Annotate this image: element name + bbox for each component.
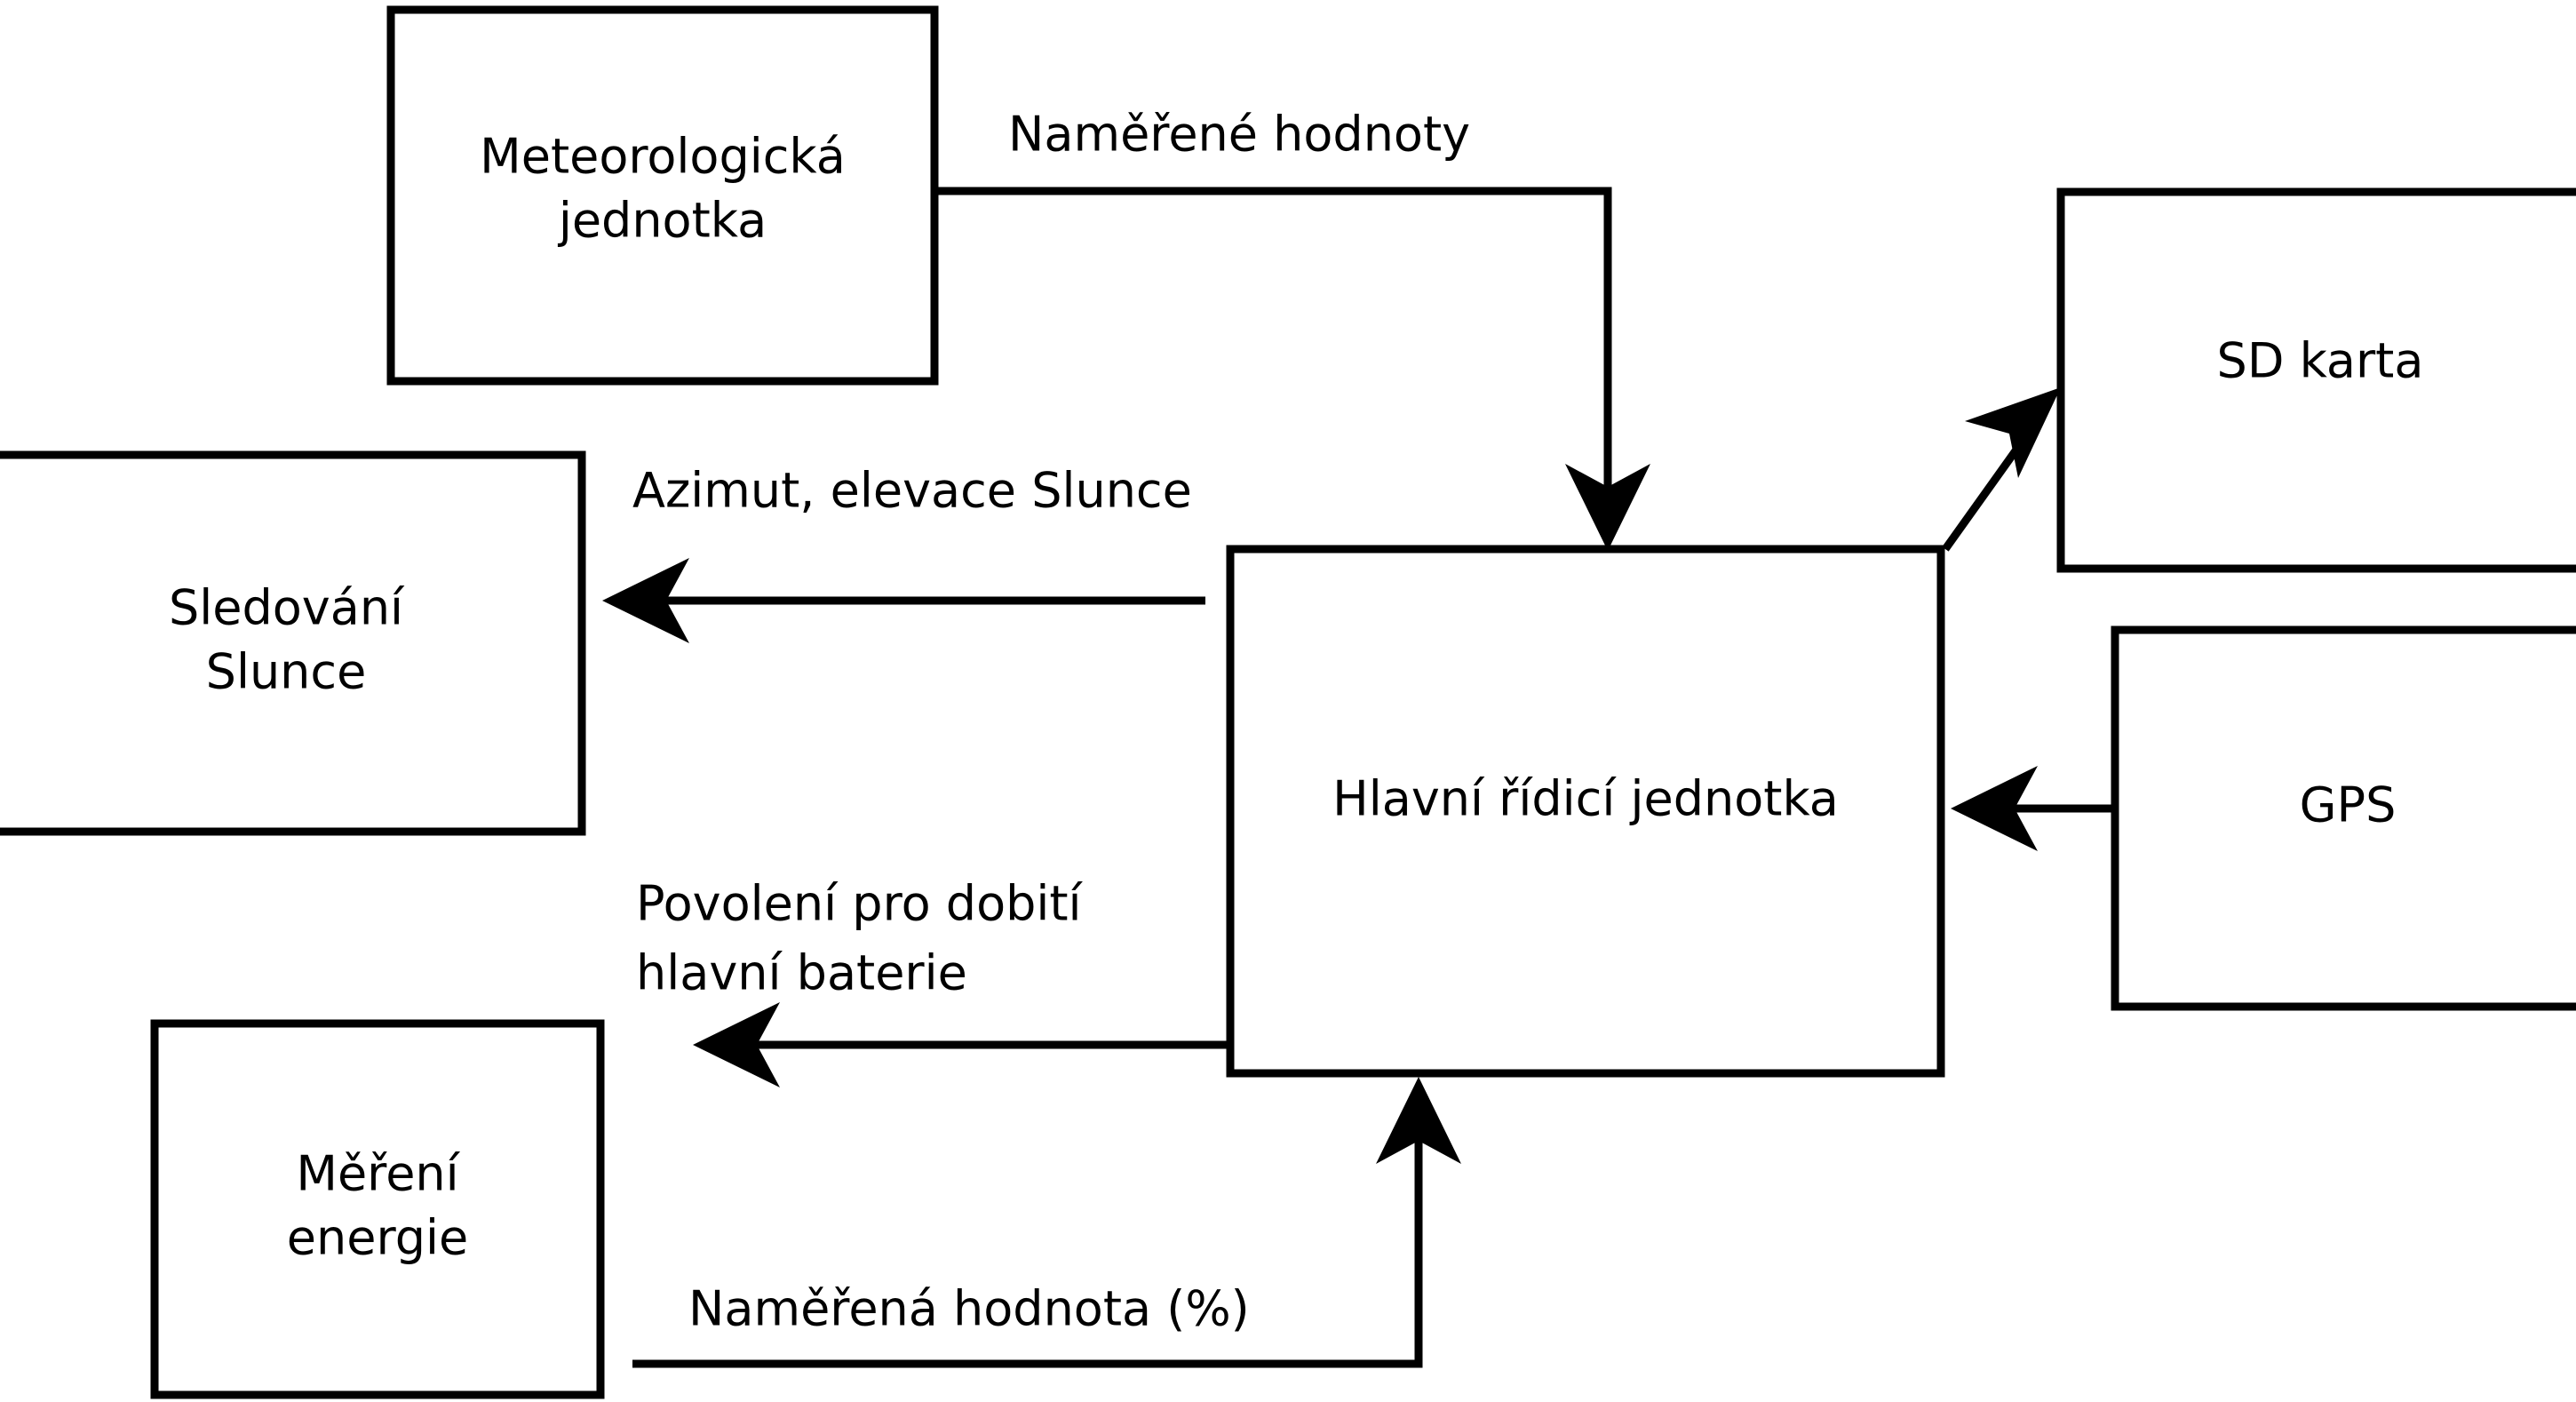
- edge-meteo-to-main-line: [938, 187, 1612, 506]
- node-meteorologicka-jednotka-rect[interactable]: [386, 5, 939, 386]
- node-sledovani-slunce-rect[interactable]: [0, 450, 586, 836]
- node-mereni-energie-label-line2: energie: [287, 1210, 468, 1266]
- node-mereni-energie-label-line1: Měření: [296, 1146, 460, 1202]
- node-meteorologicka-jednotka-label-line1: Meteorologická: [480, 129, 846, 185]
- edge-label-povoleni-pro-dobiti-line2: hlavní baterie: [636, 945, 967, 1001]
- node-hlavni-ridici-jednotka-rect[interactable]: [1226, 545, 1945, 1078]
- node-sd-karta[interactable]: SD karta: [2056, 187, 2576, 573]
- edge-energy-to-main-line: [632, 1127, 1423, 1368]
- edge-meteo-to-main-arrowhead: [1565, 464, 1650, 551]
- edge-main-to-energy: [693, 1002, 1227, 1087]
- node-mereni-energie-rect[interactable]: [150, 1019, 605, 1399]
- edge-label-namerena-hodnota-procenta: Naměřená hodnota (%): [688, 1281, 1250, 1337]
- edge-main-to-sdcard-line: [1942, 434, 2029, 552]
- node-gps-label: GPS: [2300, 777, 2397, 833]
- node-sledovani-slunce-label-line2: Slunce: [206, 644, 367, 700]
- node-sledovani-slunce[interactable]: Sledování Slunce: [0, 450, 586, 836]
- node-sd-karta-rect[interactable]: [2056, 187, 2576, 573]
- node-hlavni-ridici-jednotka-label: Hlavní řídicí jednotka: [1332, 771, 1839, 827]
- node-mereni-energie[interactable]: Měření energie: [150, 1019, 605, 1399]
- edge-label-povoleni-pro-dobiti-line1: Povolení pro dobití: [636, 876, 1084, 932]
- node-hlavni-ridici-jednotka[interactable]: Hlavní řídicí jednotka: [1226, 545, 1945, 1078]
- edge-main-to-sdcard: [1942, 387, 2061, 552]
- edge-gps-to-main-arrowhead: [1951, 766, 2038, 851]
- edge-main-to-tracking: [602, 558, 1205, 643]
- node-gps-rect[interactable]: [2111, 625, 2576, 1011]
- node-meteorologicka-jednotka-label-line2: jednotka: [558, 193, 767, 249]
- edge-energy-to-main-arrowhead: [1376, 1077, 1461, 1164]
- node-sd-karta-label: SD karta: [2217, 333, 2424, 389]
- edge-label-azimut-elevace-slunce: Azimut, elevace Slunce: [632, 463, 1192, 519]
- edge-meteo-to-main: [938, 187, 1650, 551]
- node-sledovani-slunce-label-line1: Sledování: [169, 580, 405, 636]
- edge-label-namerene-hodnoty: Naměřené hodnoty: [1008, 107, 1470, 163]
- edge-main-to-tracking-arrowhead: [602, 558, 689, 643]
- node-gps[interactable]: GPS: [2111, 625, 2576, 1011]
- edge-energy-to-main: [632, 1077, 1461, 1368]
- edge-main-to-sdcard-arrowhead: [1965, 387, 2061, 478]
- node-meteorologicka-jednotka[interactable]: Meteorologická jednotka: [386, 5, 939, 386]
- edge-main-to-energy-arrowhead: [693, 1002, 780, 1087]
- edge-gps-to-main: [1951, 766, 2111, 851]
